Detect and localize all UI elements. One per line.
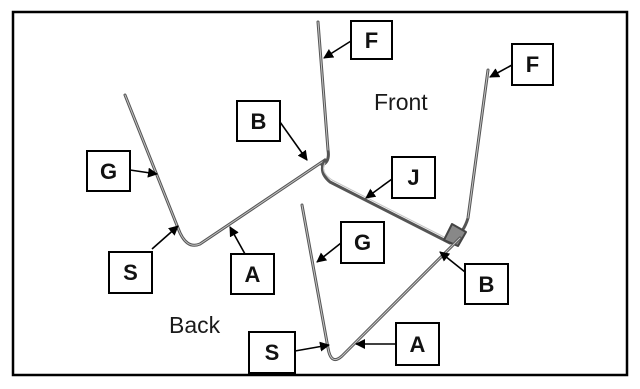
arrow-g-left — [129, 167, 158, 178]
front-right-upright — [450, 68, 490, 244]
label-g-center: G — [340, 221, 385, 264]
right-junction — [443, 223, 467, 247]
label-g-center-text: G — [354, 230, 371, 255]
label-s-left-text: S — [123, 260, 138, 285]
label-f-right-text: F — [526, 52, 539, 77]
arrow-a-left — [229, 226, 246, 255]
label-a-lower-text: A — [410, 332, 426, 357]
label-b-upper-text: B — [251, 109, 267, 134]
arrow-s-left — [151, 225, 179, 250]
callout-arrows — [129, 40, 513, 352]
arrow-g-center — [316, 242, 342, 263]
label-s-lower-text: S — [265, 340, 280, 365]
label-g-left-text: G — [100, 159, 117, 184]
arrow-b-lower — [439, 251, 466, 273]
arrow-f-right — [489, 64, 513, 78]
arrow-j — [365, 178, 393, 199]
label-s-left: S — [108, 251, 153, 294]
label-f-right: F — [511, 43, 554, 86]
label-g-left: G — [86, 150, 131, 192]
front-label: Front — [374, 89, 428, 115]
label-a-lower: A — [395, 322, 440, 366]
arrow-s-lower — [294, 341, 330, 352]
label-j-text: J — [407, 165, 419, 190]
j-crossbar — [320, 158, 452, 245]
wire-frame — [123, 20, 490, 362]
label-f-left: F — [350, 20, 393, 60]
label-a-left: A — [230, 253, 275, 295]
label-j: J — [391, 156, 436, 199]
label-b-upper: B — [236, 100, 281, 142]
arrow-f-left — [323, 40, 352, 59]
label-s-lower: S — [248, 331, 296, 374]
back-label: Back — [169, 312, 221, 338]
arrow-b-upper — [279, 121, 308, 161]
label-b-lower-text: B — [479, 272, 495, 297]
label-b-lower: B — [464, 263, 509, 305]
outer-frame — [11, 10, 629, 377]
label-a-left-text: A — [245, 262, 261, 287]
label-f-left-text: F — [365, 28, 378, 53]
